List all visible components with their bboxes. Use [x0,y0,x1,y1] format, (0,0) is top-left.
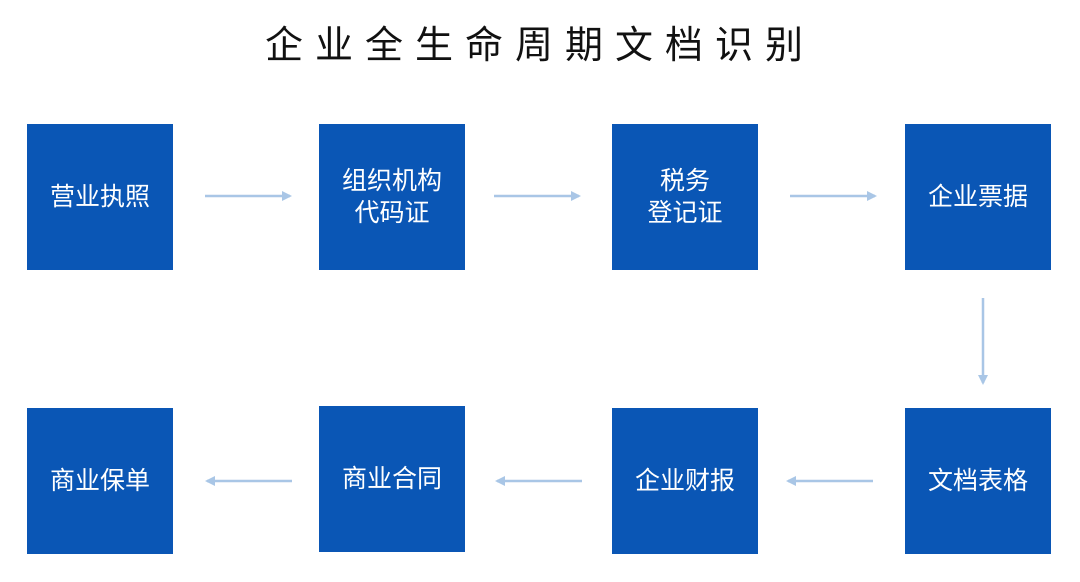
box-label-line: 文档表格 [927,466,1028,495]
box-enterprise-invoice: 企业票据 [905,124,1051,270]
diagram-title: 企业全生命周期文档识别 [264,23,815,67]
box-label-line: 商业保单 [49,466,150,495]
box-document-table: 文档表格 [905,408,1051,554]
box-financial-report: 企业财报 [612,408,758,554]
box-label-line: 企业票据 [927,182,1028,211]
box-business-license: 营业执照 [27,124,173,270]
box-label-line: 登记证 [647,198,723,227]
box-label-line: 组织机构 [341,166,442,195]
box-tax-registration-cert: 税务 登记证 [612,124,758,270]
box-label-line: 企业财报 [634,466,735,495]
box-label-line: 商业合同 [341,464,442,493]
box-label-line: 代码证 [354,198,430,227]
box-org-code-cert: 组织机构 代码证 [319,124,465,270]
box-label-line: 税务 [659,166,710,195]
box-label-line: 营业执照 [49,182,150,211]
box-commercial-contract: 商业合同 [319,406,465,552]
box-commercial-policy: 商业保单 [27,408,173,554]
